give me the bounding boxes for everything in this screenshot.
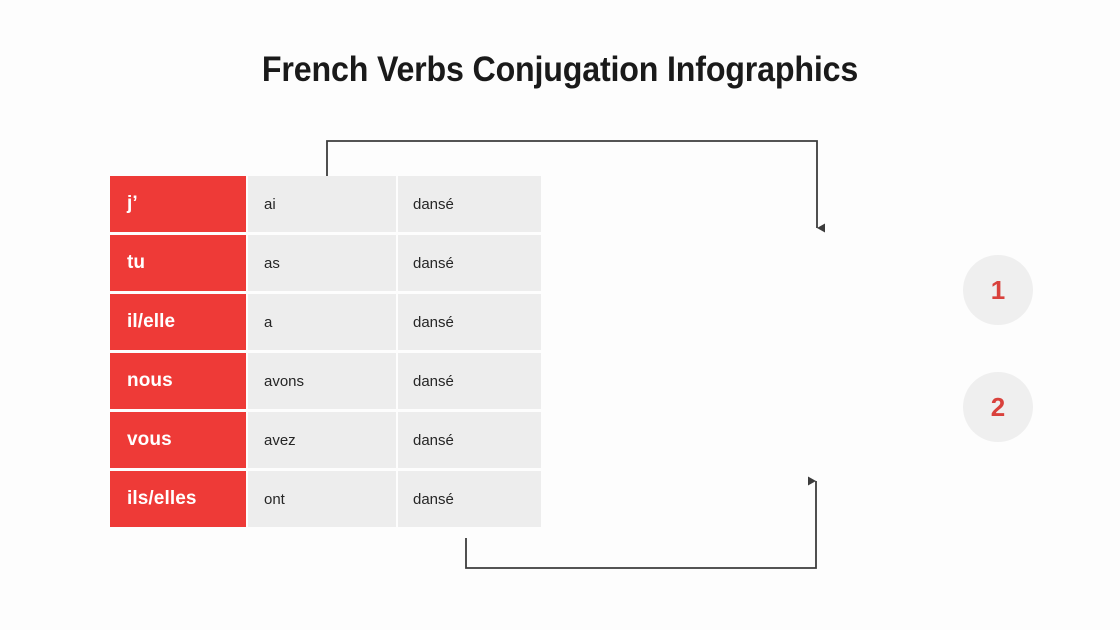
table-row: tu as dansé (110, 235, 541, 291)
cell-participe: dansé (398, 294, 541, 350)
cell-pronoun: tu (110, 235, 246, 291)
cell-auxiliaire: avez (248, 412, 396, 468)
step-badge-2: 2 (963, 372, 1033, 442)
cell-auxiliaire: as (248, 235, 396, 291)
cell-participe: dansé (398, 235, 541, 291)
step-badge-1: 1 (963, 255, 1033, 325)
table-row: vous avez dansé (110, 412, 541, 468)
cell-participe: dansé (398, 471, 541, 527)
cell-participe: dansé (398, 412, 541, 468)
table-row: nous avons dansé (110, 353, 541, 409)
cell-auxiliaire: avons (248, 353, 396, 409)
cell-participe: dansé (398, 353, 541, 409)
table-row: ils/elles ont dansé (110, 471, 541, 527)
cell-pronoun: vous (110, 412, 246, 468)
cell-pronoun: j’ (110, 176, 246, 232)
cell-auxiliaire: a (248, 294, 396, 350)
cell-pronoun: ils/elles (110, 471, 246, 527)
cell-auxiliaire: ai (248, 176, 396, 232)
cell-participe: dansé (398, 176, 541, 232)
cell-pronoun: il/elle (110, 294, 246, 350)
cell-pronoun: nous (110, 353, 246, 409)
table-row: il/elle a dansé (110, 294, 541, 350)
conjugation-table: j’ ai dansé tu as dansé il/elle a dansé … (110, 176, 541, 527)
table-row: j’ ai dansé (110, 176, 541, 232)
cell-auxiliaire: ont (248, 471, 396, 527)
page-title: French Verbs Conjugation Infographics (261, 50, 859, 89)
